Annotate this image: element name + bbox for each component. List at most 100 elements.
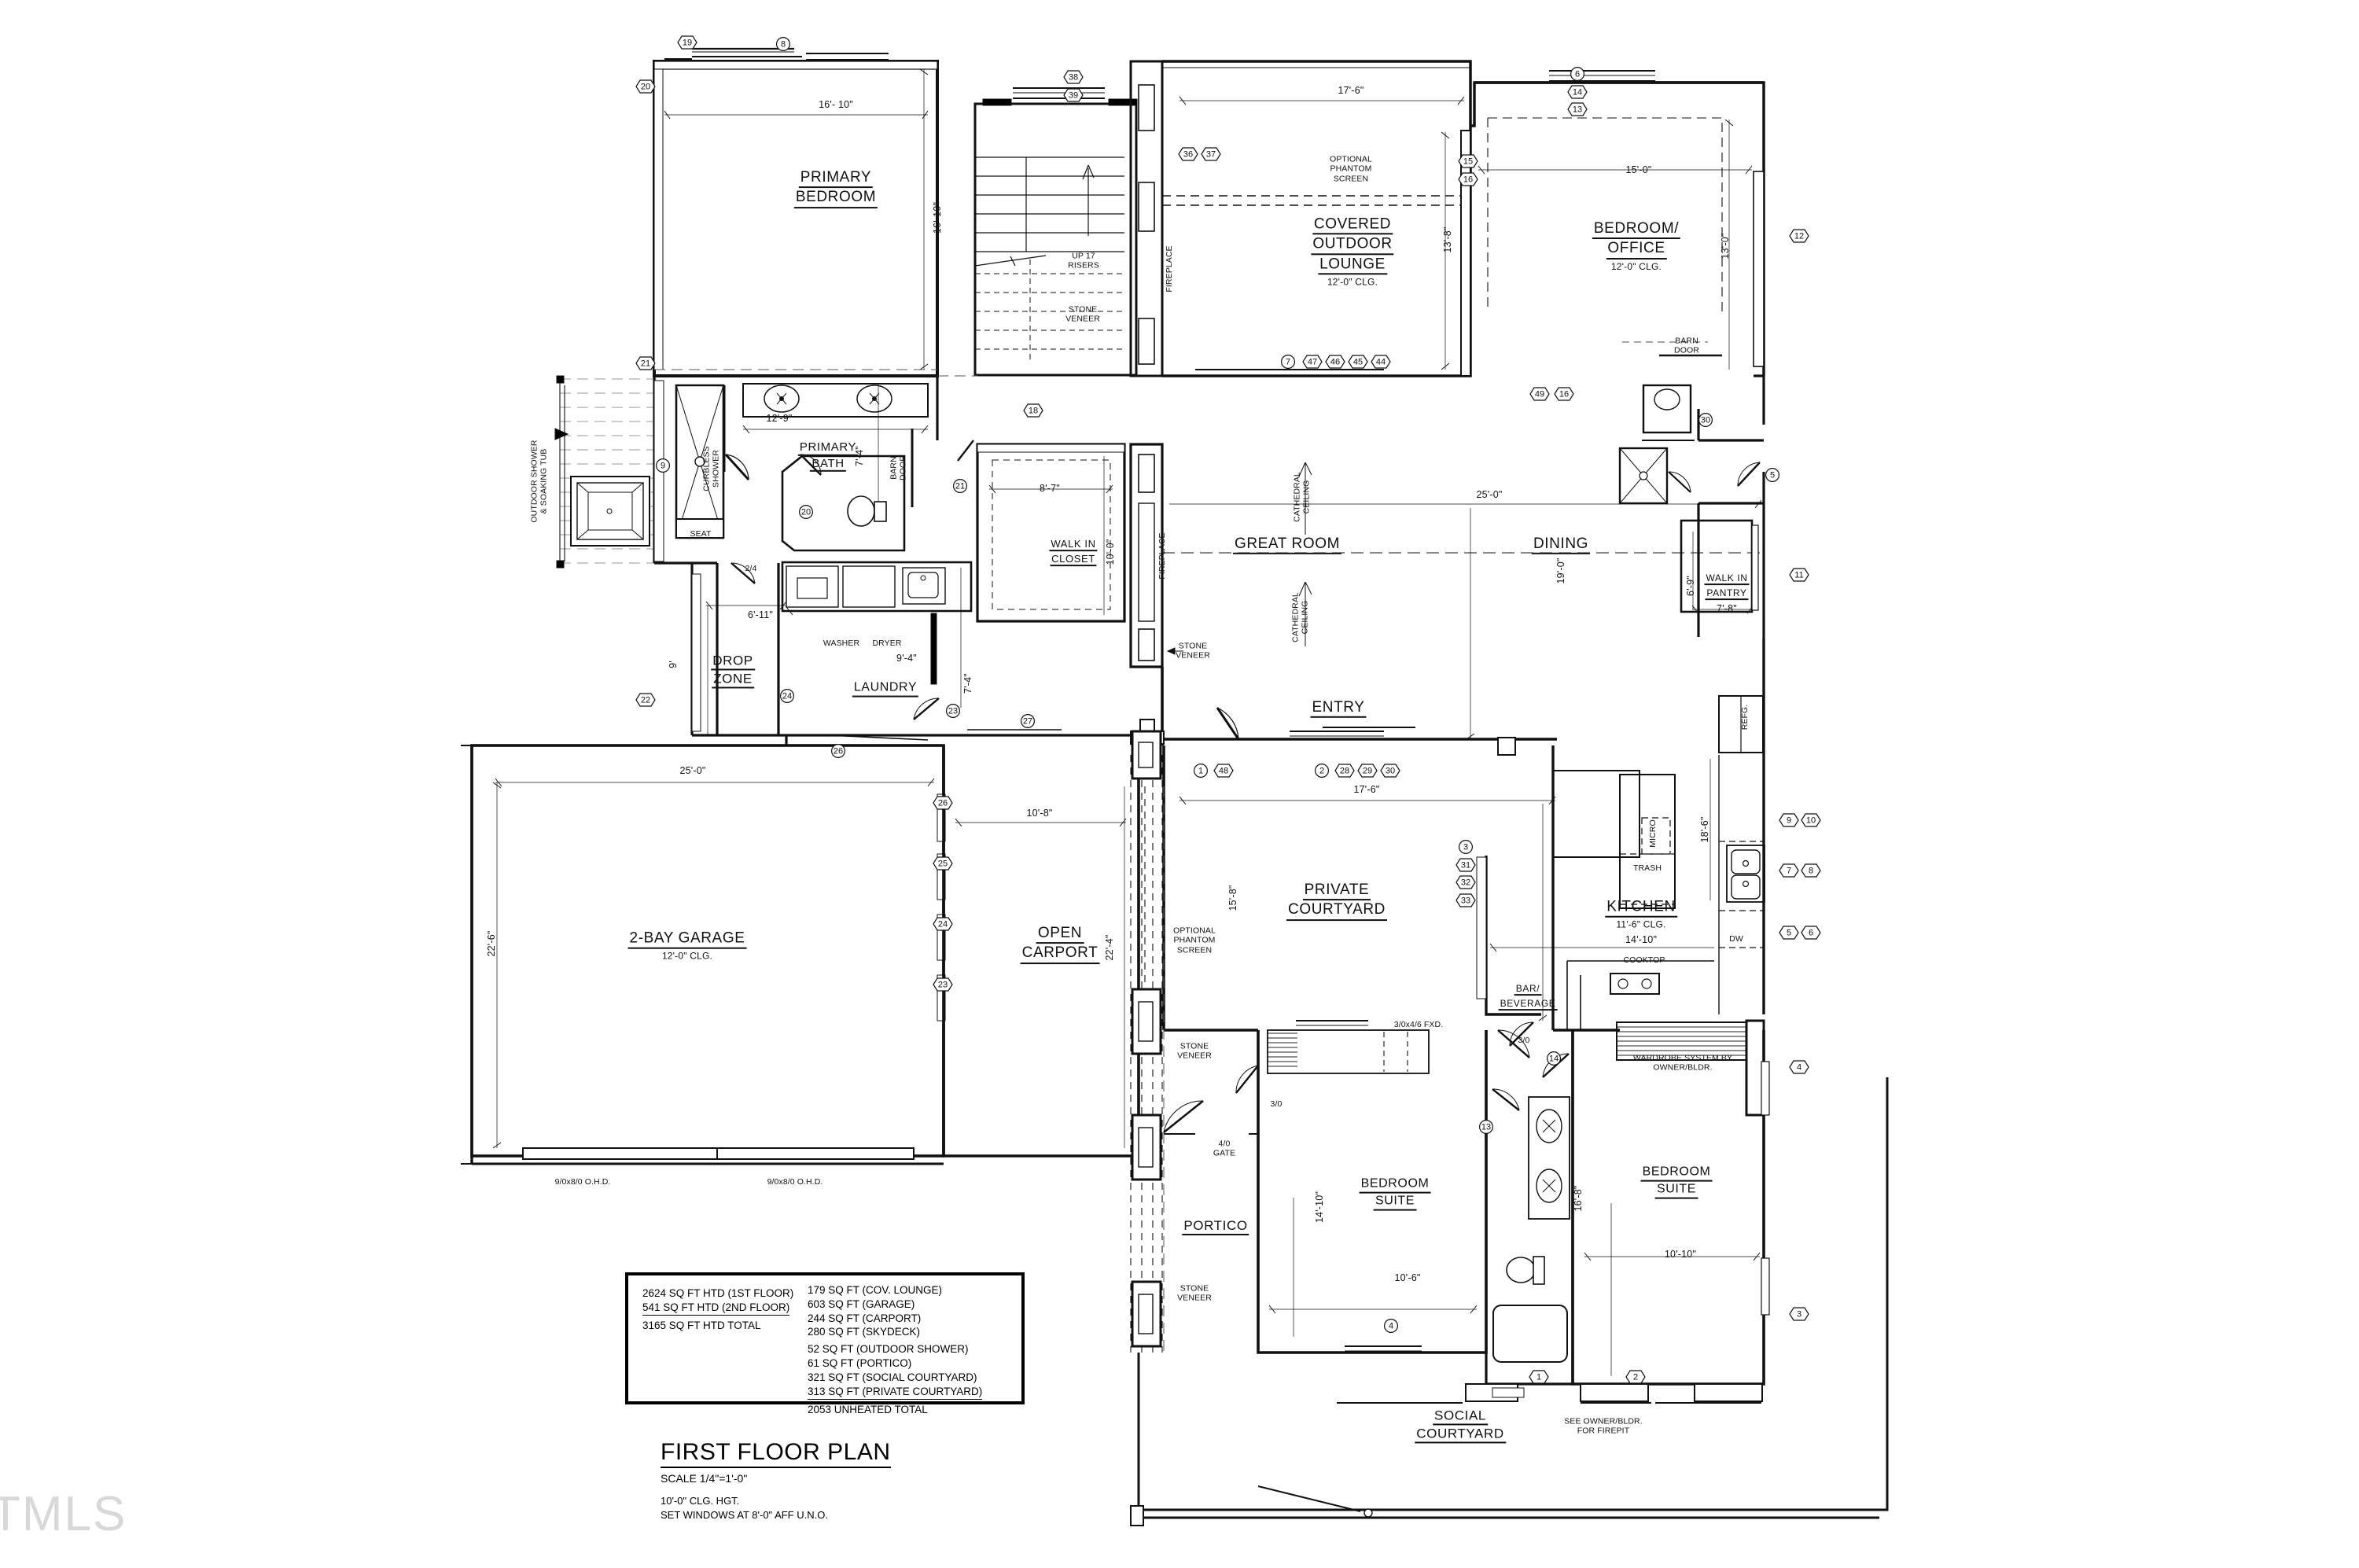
sheet-title-block: FIRST FLOOR PLAN SCALE 1/4"=1'-0" 10'-0"… <box>661 1439 891 1522</box>
dimension-text: 16'-10" <box>932 201 943 234</box>
keynote-tag: 27 <box>1018 714 1038 729</box>
annotation-text: MICRO <box>1647 819 1658 848</box>
dimension-text: 25'-0" <box>679 765 706 776</box>
room-label-great-room: GREAT ROOM <box>1232 536 1342 555</box>
room-label-covered-outdoor-lounge: COVERED OUTDOOR LOUNGE 12'-0" CLG. <box>1311 215 1394 288</box>
keynote-tag: 14 <box>1544 1051 1564 1066</box>
keynote-number: 27 <box>1022 716 1033 726</box>
keynote-number: 37 <box>1205 149 1216 159</box>
room-label-walk-in-closet: WALK IN CLOSET <box>1049 537 1098 567</box>
keynote-number: 32 <box>1460 878 1471 887</box>
keynote-number: 11 <box>1794 570 1804 580</box>
keynote-number: 16 <box>1559 389 1570 399</box>
dimension-text: 6'-11" <box>747 609 774 620</box>
area-schedule-line: 244 SQ FT (CARPORT) <box>808 1312 922 1324</box>
keynote-tag: 19 <box>677 35 697 50</box>
tmls-watermark: TMLS <box>0 1487 127 1541</box>
keynote-tag: 46 <box>1325 355 1345 370</box>
keynote-number: 13 <box>1481 1122 1492 1132</box>
annotation-text: 3/0 <box>1270 1099 1283 1109</box>
area-schedule-line: 313 SQ FT (PRIVATE COURTYARD) <box>808 1385 983 1400</box>
keynote-number: 8 <box>780 39 786 49</box>
annotation-text: 9/0x8/0 O.H.D. <box>554 1176 611 1187</box>
keynote-tag: 15 <box>1458 154 1478 169</box>
annotation-text: WASHER <box>823 638 860 648</box>
keynote-number: 9 <box>660 461 666 470</box>
sheet-scale: SCALE 1/4"=1'-0" <box>661 1472 748 1485</box>
keynote-number: 1 <box>1536 1372 1542 1382</box>
keynote-tag: 33 <box>1456 893 1476 908</box>
dimension-text: 9'-4" <box>896 653 917 664</box>
keynote-tag: 39 <box>1063 88 1084 103</box>
keynote-tag: 28 <box>1334 764 1355 778</box>
area-schedule-line: 2053 UNHEATED TOTAL <box>808 1403 928 1415</box>
keynote-number: 5 <box>1786 928 1792 937</box>
keynote-tag: 8 <box>1801 863 1821 878</box>
keynote-number: 3 <box>1796 1309 1802 1319</box>
keynote-number: 7 <box>1285 357 1291 366</box>
keynote-tag: 18 <box>1023 403 1043 418</box>
dimension-text: 14'-10" <box>1625 934 1658 945</box>
dimension-text: 10'-0" <box>1105 539 1116 565</box>
keynote-number: 31 <box>1460 860 1471 870</box>
keynote-tag: 5 <box>1779 926 1799 940</box>
keynote-number: 24 <box>937 919 948 929</box>
keynote-number: 23 <box>948 706 959 716</box>
keynote-number: 49 <box>1534 389 1545 399</box>
area-schedule-line: 52 SQ FT (OUTDOOR SHOWER) <box>808 1343 969 1356</box>
area-schedule-box: 2624 SQ FT HTD (1ST FLOOR)541 SQ FT HTD … <box>625 1272 1025 1415</box>
dimension-text: 17'-6" <box>1338 85 1364 96</box>
keynote-tag: 4 <box>1381 1319 1401 1334</box>
keynote-number: 21 <box>955 481 966 491</box>
keynote-tag: 1 <box>1191 764 1211 778</box>
keynote-number: 5 <box>1769 470 1776 480</box>
keynote-number: 20 <box>800 507 811 517</box>
keynote-tag: 30 <box>1695 413 1716 428</box>
dimension-text: 22'-4" <box>1104 934 1115 961</box>
annotation-text: DW <box>1729 933 1743 944</box>
dimension-text: 22'-6" <box>486 930 497 957</box>
keynote-number: 44 <box>1375 357 1386 366</box>
dimension-text: 16'-8" <box>1573 1185 1584 1212</box>
keynote-number: 10 <box>1805 815 1816 825</box>
keynote-tag: 2 <box>1625 1370 1646 1385</box>
dimension-text: 7'-4" <box>962 673 973 694</box>
room-label-walk-in-pantry: WALK IN PANTRY <box>1704 571 1750 601</box>
keynote-number: 13 <box>1572 105 1583 114</box>
keynote-tag: 26 <box>828 744 848 759</box>
keynote-tag: 11 <box>1789 568 1809 583</box>
area-schedule-line: 2624 SQ FT HTD (1ST FLOOR) <box>642 1287 794 1299</box>
annotation-text: SEE OWNER/BLDR.FOR FIREPIT <box>1564 1416 1643 1436</box>
room-label-bedroom-suite-2: BEDROOM SUITE <box>1640 1165 1713 1199</box>
annotation-text: 3/0x4/6 FXD. <box>1393 1019 1444 1029</box>
window-height-note: SET WINDOWS AT 8'-0" AFF U.N.O. <box>661 1508 828 1521</box>
keynote-number: 30 <box>1385 766 1396 775</box>
room-label-portico: PORTICO <box>1182 1218 1249 1236</box>
keynote-number: 19 <box>682 38 693 47</box>
room-label-entry: ENTRY <box>1310 699 1367 719</box>
keynote-number: 3 <box>1463 842 1469 852</box>
sheet-title: FIRST FLOOR PLAN <box>661 1439 891 1468</box>
keynote-tag: 45 <box>1348 355 1368 370</box>
keynote-number: 2 <box>1319 766 1325 775</box>
keynote-tag: 13 <box>1476 1120 1496 1135</box>
area-schedule-line: 280 SQ FT (SKYDECK) <box>808 1326 921 1338</box>
keynote-tag: 3 <box>1789 1307 1809 1322</box>
keynote-number: 2 <box>1632 1372 1639 1382</box>
keynote-number: 4 <box>1796 1062 1802 1072</box>
keynote-number: 14 <box>1548 1054 1559 1063</box>
annotation-text: FIREPLACE <box>1164 245 1174 293</box>
keynote-tag: 6 <box>1801 926 1821 940</box>
keynote-number: 39 <box>1068 90 1079 100</box>
ceiling-height-note: 10'-0" CLG. HGT. <box>661 1495 740 1507</box>
keynote-tag: 24 <box>933 917 953 932</box>
room-label-private-courtyard: PRIVATE COURTYARD <box>1286 882 1387 921</box>
dimension-text: 7'-4" <box>854 446 865 466</box>
room-label-open-carport: OPEN CARPORT <box>1020 925 1100 964</box>
annotation-text: DRYER <box>872 638 902 648</box>
keynote-number: 6 <box>1574 69 1581 79</box>
